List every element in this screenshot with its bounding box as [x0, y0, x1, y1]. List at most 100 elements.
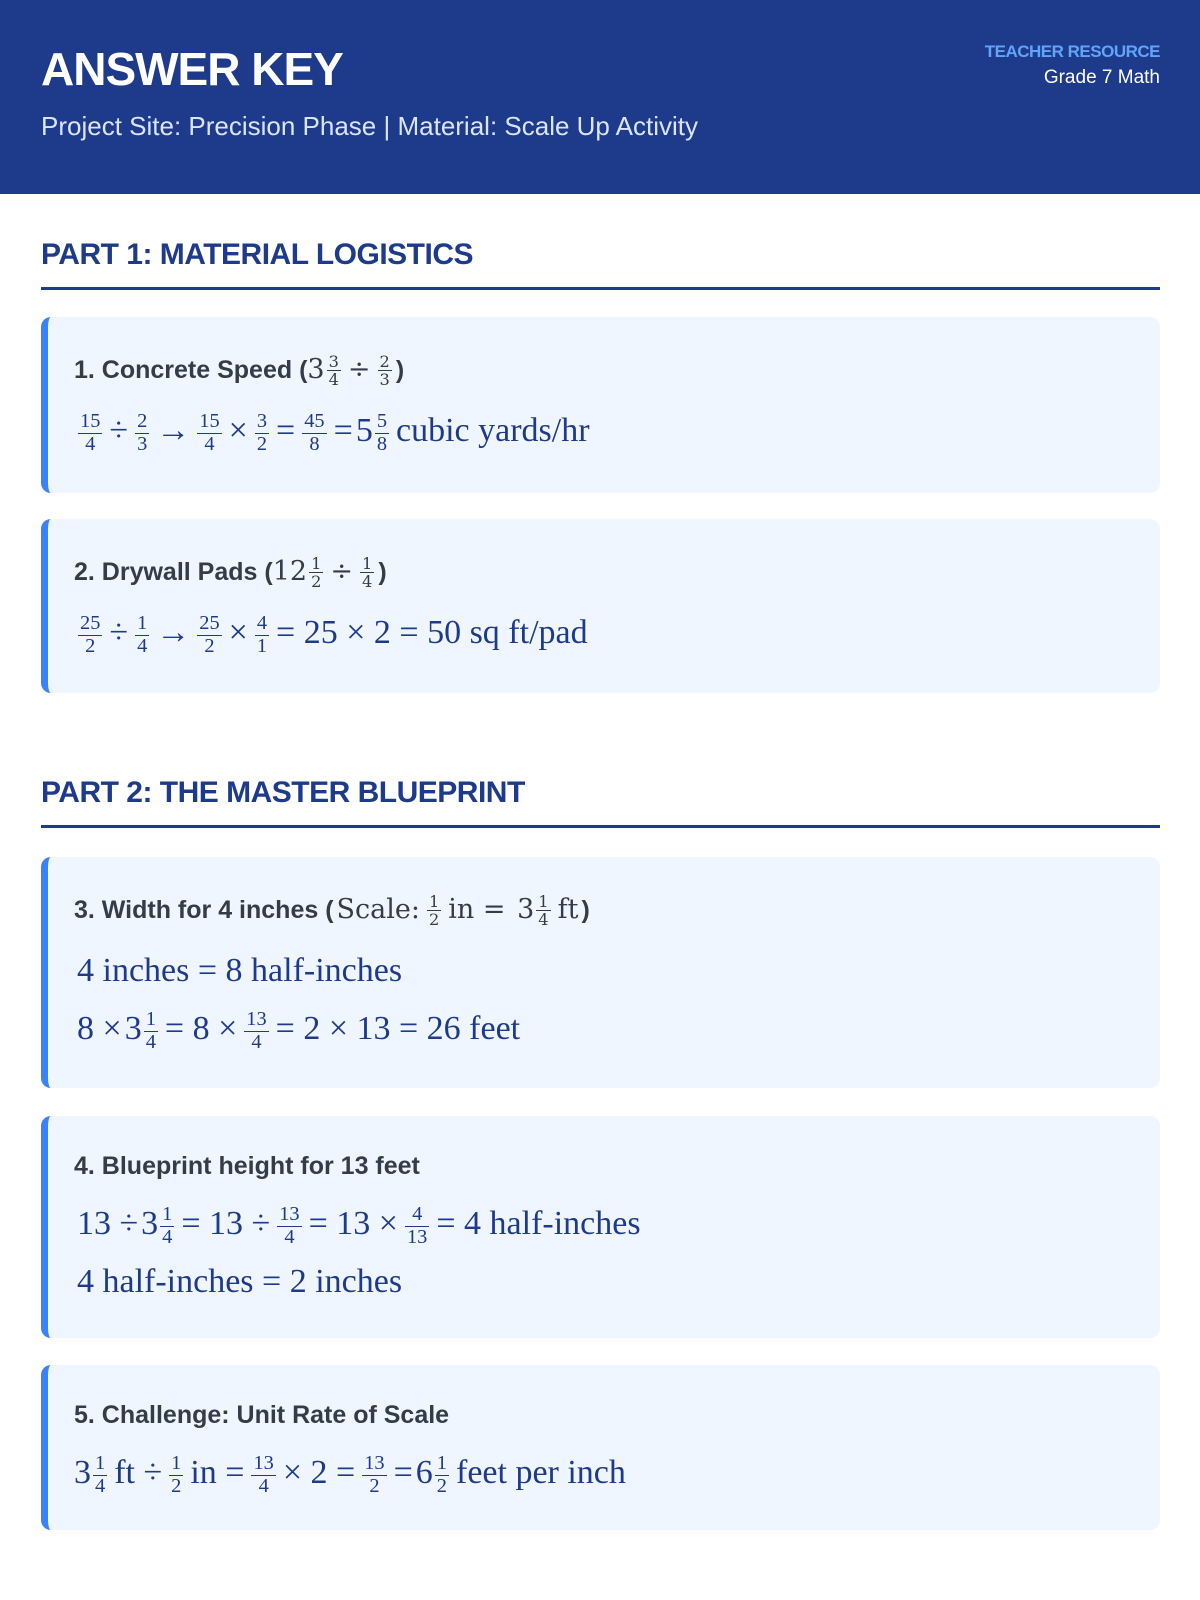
- denominator: 8: [376, 432, 388, 455]
- math-text: = 13 ×: [308, 1205, 398, 1242]
- solution-line: 4 half-inches = 2 inches: [74, 1253, 1134, 1311]
- denominator: 3: [379, 370, 390, 389]
- numerator: 2: [135, 410, 150, 434]
- denominator: 2: [311, 572, 322, 591]
- problem-title: 5. Challenge: Unit Rate of Scale: [74, 1401, 1134, 1430]
- math-text: = 13 ÷: [181, 1205, 271, 1242]
- section-divider: [41, 287, 1160, 290]
- math-text: = 2 × 13 = 26 feet: [275, 1010, 521, 1047]
- numerator: 15: [78, 410, 103, 434]
- numerator: 1: [143, 1008, 158, 1032]
- denominator: 4: [162, 1225, 173, 1248]
- numerator: 3: [326, 352, 341, 371]
- problem-label: 2. Drywall Pads (: [74, 558, 273, 586]
- denominator: 1: [256, 634, 268, 657]
- problem-title: 4. Blueprint height for 13 feet: [74, 1152, 1134, 1181]
- math-text: ÷: [330, 556, 353, 587]
- denominator: 4: [137, 634, 148, 657]
- mixed-whole: 3: [124, 1010, 142, 1047]
- denominator: 8: [309, 432, 320, 455]
- numerator: 1: [309, 554, 324, 573]
- denominator: 4: [85, 432, 96, 455]
- numerator: 1: [160, 1203, 175, 1227]
- denominator: 4: [145, 1030, 156, 1053]
- numerator: 13: [277, 1203, 302, 1227]
- numerator: 45: [302, 410, 327, 434]
- mixed-whole: 12: [272, 556, 308, 587]
- denominator: 4: [284, 1225, 295, 1248]
- problem-label: 1. Concrete Speed (: [74, 356, 308, 384]
- denominator: 2: [171, 1474, 182, 1497]
- math-text: ×: [228, 614, 248, 651]
- problem-label-end: ): [378, 558, 387, 586]
- denominator: 2: [85, 634, 96, 657]
- problem-label: 5. Challenge: Unit Rate of Scale: [74, 1401, 450, 1429]
- math-text: in =: [448, 894, 515, 925]
- section-heading-part-1: PART 1: MATERIAL LOGISTICS: [41, 238, 474, 271]
- numerator: 1: [93, 1452, 108, 1476]
- problem-label-end: ): [581, 896, 590, 924]
- mixed-whole: 3: [307, 354, 325, 385]
- math-text: ft ÷: [114, 1454, 163, 1491]
- numerator: 3: [254, 410, 270, 434]
- numerator: 13: [362, 1452, 387, 1476]
- numerator: 1: [434, 1452, 449, 1476]
- math-text: =: [393, 1454, 413, 1491]
- math-text: →: [156, 614, 191, 651]
- math-text: feet per inch: [456, 1454, 626, 1491]
- denominator: 3: [137, 432, 148, 455]
- math-text: 4 inches = 8 half-inches: [77, 952, 403, 989]
- math-text: ÷: [347, 354, 371, 385]
- page-subtitle: Project Site: Precision Phase | Material…: [41, 111, 699, 141]
- denominator: 4: [362, 572, 373, 591]
- denominator: 4: [251, 1030, 262, 1053]
- math-text: × 2 =: [282, 1454, 356, 1491]
- numerator: 1: [426, 892, 442, 911]
- numerator: 1: [536, 892, 551, 911]
- math-text: ft: [557, 894, 579, 925]
- section-heading-part-2: PART 2: THE MASTER BLUEPRINT: [41, 776, 525, 809]
- mixed-whole: 3: [74, 1454, 91, 1491]
- math-text: 4 half-inches = 2 inches: [77, 1263, 403, 1300]
- math-text: 8 ×: [77, 1010, 122, 1047]
- math-text: =: [333, 412, 353, 449]
- denominator: 13: [406, 1225, 428, 1248]
- numerator: 1: [135, 612, 150, 636]
- math-text: Scale:: [336, 894, 420, 925]
- mixed-whole: 5: [355, 412, 373, 449]
- numerator: 25: [197, 612, 222, 636]
- numerator: 2: [377, 352, 392, 371]
- numerator: 25: [78, 612, 103, 636]
- problem-label: 4. Blueprint height for 13 feet: [74, 1152, 420, 1180]
- page-title: ANSWER KEY: [41, 43, 344, 95]
- numerator: 15: [197, 410, 222, 434]
